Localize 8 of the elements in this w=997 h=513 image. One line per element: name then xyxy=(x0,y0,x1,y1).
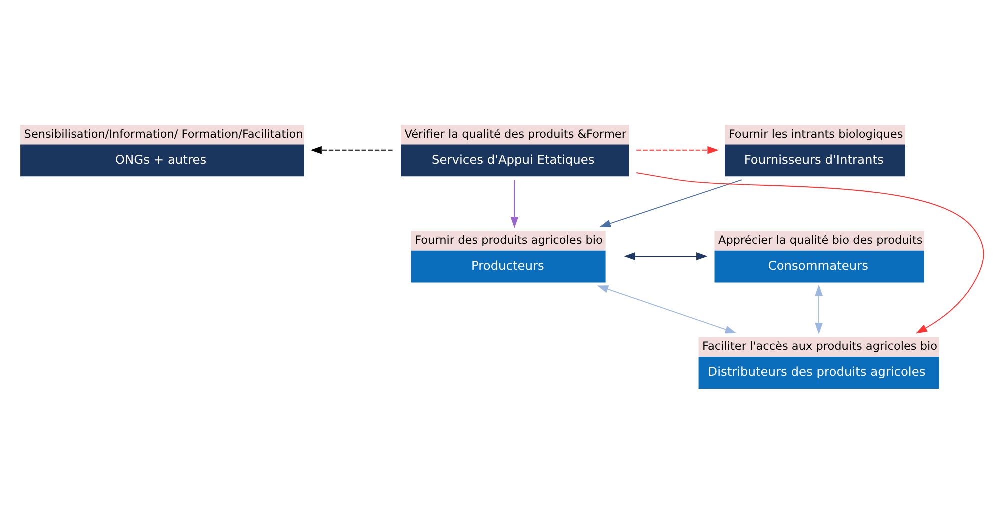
arrow xyxy=(310,146,394,154)
arrow xyxy=(636,172,984,334)
arrow xyxy=(815,284,823,334)
arrow xyxy=(597,286,737,334)
arrow xyxy=(624,252,708,260)
arrow xyxy=(636,146,719,154)
arrow xyxy=(600,180,742,228)
arrow xyxy=(510,180,519,228)
